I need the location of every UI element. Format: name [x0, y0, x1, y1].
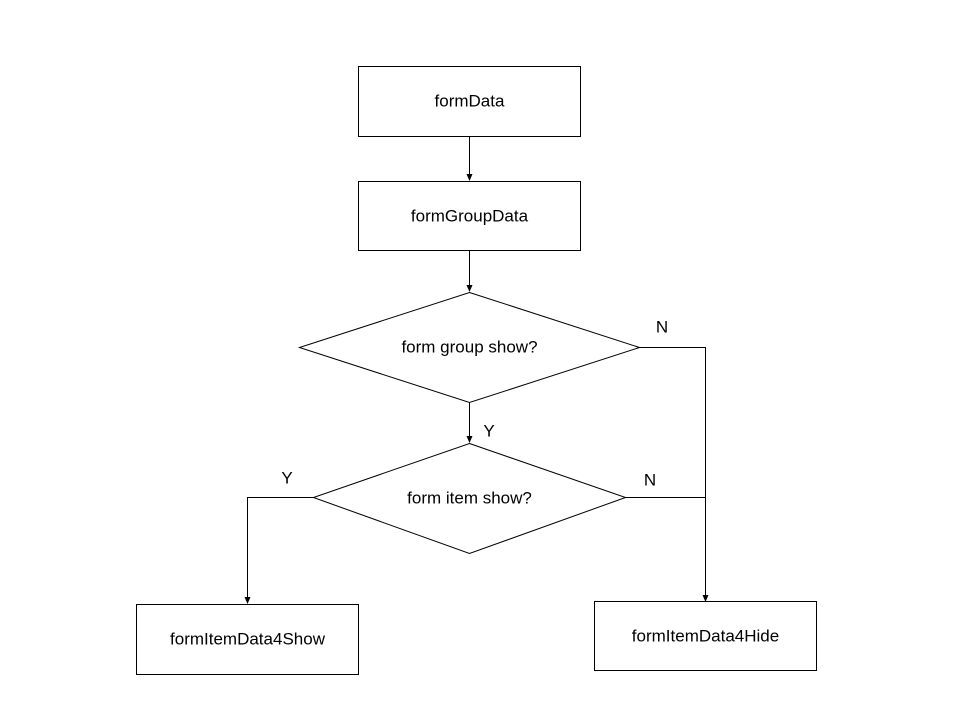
edge-item-yes-to-show: Y [244, 468, 314, 604]
item-hide-node: formItemData4Hide [594, 601, 817, 671]
form-group-data-node: formGroupData [358, 181, 581, 251]
arrowhead-icon [244, 597, 251, 604]
edge-line [639, 347, 706, 595]
form-data-node: formData [358, 66, 581, 137]
edge-line [247, 497, 314, 597]
arrowhead-icon [466, 436, 473, 443]
item-no-label: N [644, 470, 656, 489]
arrowhead-icon [466, 285, 473, 292]
group-yes-label: Y [483, 421, 494, 440]
item-decision-node: form item show? [311, 442, 628, 555]
edge-group-data-to-group-decision [466, 250, 473, 292]
item-show-node: formItemData4Show [136, 604, 359, 675]
group-no-label: N [656, 317, 668, 336]
edge-group-no-to-hide: N [639, 317, 709, 602]
edge-item-no-to-hide: N [625, 470, 706, 498]
edge-group-yes-to-item-decision: Y [466, 402, 495, 443]
item-decision-label: form item show? [407, 488, 532, 507]
item-show-label: formItemData4Show [170, 629, 326, 648]
group-decision-label: form group show? [401, 337, 537, 356]
arrowhead-icon [702, 595, 709, 602]
item-decision-diamond [311, 442, 628, 555]
item-yes-label: Y [281, 468, 292, 487]
form-group-data-box [358, 181, 581, 251]
group-decision-node: form group show? [297, 291, 642, 404]
form-data-box [358, 66, 581, 137]
form-group-data-label: formGroupData [411, 206, 529, 225]
arrowhead-icon [466, 174, 473, 181]
item-hide-label: formItemData4Hide [632, 626, 779, 645]
edge-form-data-to-group-data [466, 136, 473, 181]
item-show-box [136, 604, 359, 675]
item-hide-box [594, 601, 817, 671]
form-data-label: formData [435, 91, 505, 110]
